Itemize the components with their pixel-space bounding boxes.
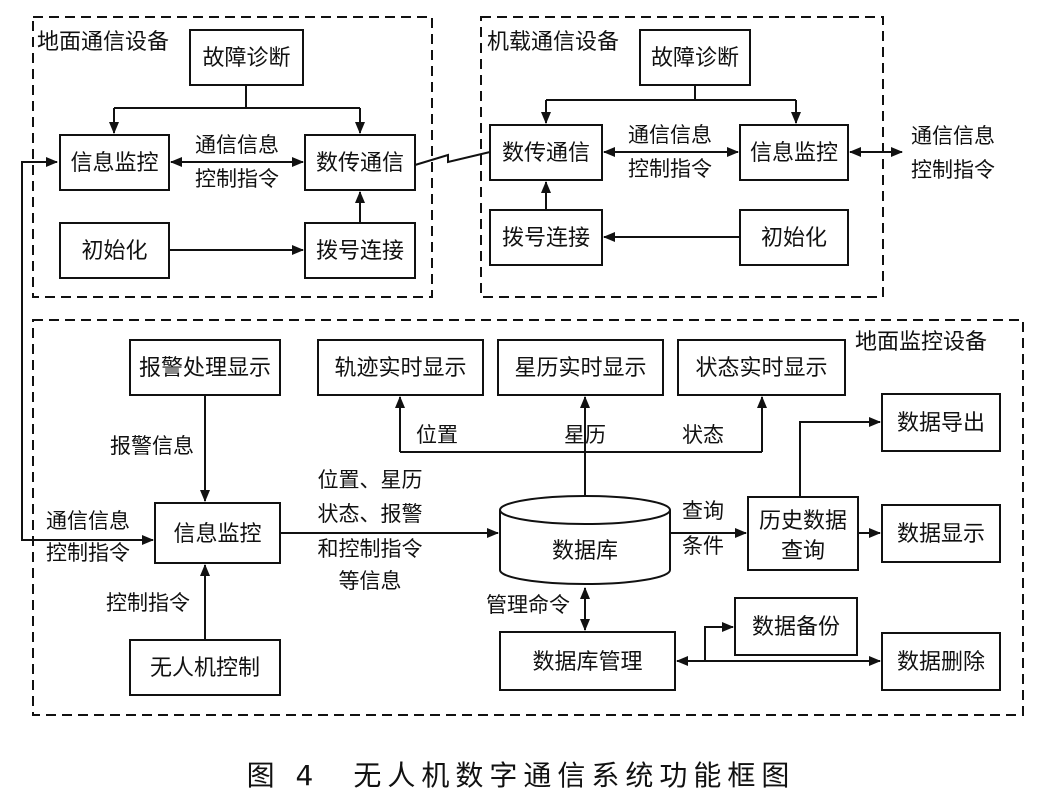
- db-management-label: 数据库管理: [532, 650, 642, 675]
- history-query-box: [747, 496, 859, 571]
- airborne-fault-diagnosis-label: 故障诊断: [651, 46, 739, 71]
- data-backup-box: [734, 597, 858, 656]
- label-query-1: 查询: [682, 499, 724, 523]
- ground-fault-diagnosis-box: [189, 29, 304, 86]
- data-delete-label: 数据删除: [897, 650, 985, 675]
- history-query-label-2: 查询: [781, 539, 825, 564]
- label-alarm-info: 报警信息: [110, 434, 194, 458]
- ground-link-label-1: 通信信息: [195, 133, 279, 157]
- ground-fault-diagnosis-label: 故障诊断: [202, 46, 290, 71]
- database-cylinder-top: [499, 495, 671, 525]
- data-delete-box: [881, 632, 1001, 691]
- airborne-comm-group: [480, 16, 884, 298]
- airborne-info-monitor-label: 信息监控: [750, 141, 838, 166]
- mgmt-to-backup-arrow: [704, 622, 734, 661]
- ground-monitor-group: [32, 319, 1024, 716]
- airborne-link-label-2: 控制指令: [628, 157, 712, 181]
- label-flow-2: 状态、报警: [318, 502, 423, 526]
- label-mgmt-cmd: 管理命令: [486, 593, 570, 617]
- uav-control-label: 无人机控制: [150, 656, 260, 681]
- db-management-box: [499, 631, 676, 691]
- ground-fault-lines: [114, 85, 360, 109]
- data-display-label: 数据显示: [897, 522, 985, 547]
- ephemeris-display-label: 星历实时显示: [514, 356, 646, 381]
- label-flow-4: 等信息: [339, 569, 402, 593]
- airborne-external-label-1: 通信信息: [911, 124, 995, 148]
- label-ephemeris: 星历: [564, 423, 606, 447]
- data-export-box: [881, 393, 1001, 452]
- ground-comm-group: [32, 16, 433, 298]
- label-comm-2: 控制指令: [46, 541, 130, 565]
- database-display-bus: [400, 451, 762, 496]
- airborne-fault-diagnosis-box: [639, 29, 751, 86]
- wireless-link-zigzag: [414, 151, 491, 166]
- ground-link-label-2: 控制指令: [195, 167, 279, 191]
- database-label: 数据库: [552, 539, 618, 564]
- uav-control-box: [129, 639, 281, 696]
- status-display-box: [677, 339, 846, 396]
- airborne-init-label: 初始化: [761, 226, 827, 251]
- airborne-link-label-1: 通信信息: [628, 123, 712, 147]
- ephemeris-display-box: [497, 339, 664, 396]
- label-position: 位置: [416, 423, 458, 447]
- data-backup-label: 数据备份: [752, 615, 840, 640]
- status-display-label: 状态实时显示: [695, 356, 827, 381]
- database-cylinder-body: [499, 510, 671, 585]
- gm-info-monitor-label: 信息监控: [173, 522, 261, 547]
- airborne-dial-connect-label: 拨号连接: [502, 226, 590, 251]
- airborne-data-transmission-label: 数传通信: [502, 141, 590, 166]
- data-export-label: 数据导出: [897, 411, 985, 436]
- airborne-data-transmission-box: [489, 124, 603, 181]
- query-to-export-arrow: [799, 417, 881, 497]
- ground-dial-connect-label: 拨号连接: [316, 239, 404, 264]
- label-flow-3: 和控制指令: [318, 537, 423, 561]
- alarm-display-box: [129, 339, 281, 396]
- history-query-label-1: 历史数据: [759, 509, 847, 534]
- airborne-external-label-2: 控制指令: [911, 158, 995, 182]
- label-control-cmd: 控制指令: [106, 591, 190, 615]
- track-display-box: [317, 339, 484, 396]
- label-query-2: 条件: [682, 534, 724, 558]
- airborne-fault-lines: [546, 85, 796, 101]
- ground-monitor-title: 地面监控设备: [855, 330, 987, 355]
- ground-comm-to-monitor-link: [21, 157, 154, 545]
- label-comm-1: 通信信息: [46, 509, 130, 533]
- ground-dial-connect-box: [304, 222, 416, 279]
- figure-caption: 图 4 无人机数字通信系统功能框图: [247, 759, 796, 792]
- ground-comm-title: 地面通信设备: [37, 30, 169, 55]
- track-display-label: 轨迹实时显示: [334, 356, 466, 381]
- data-display-box: [881, 504, 1001, 563]
- ground-info-monitor-label: 信息监控: [70, 151, 158, 176]
- label-status: 状态: [682, 423, 724, 447]
- ground-init-label: 初始化: [81, 239, 147, 264]
- alarm-display-label: 报警处理显示: [139, 356, 271, 381]
- airborne-info-monitor-box: [739, 124, 849, 181]
- airborne-comm-title: 机载通信设备: [487, 30, 619, 55]
- ground-data-transmission-label: 数传通信: [316, 151, 404, 176]
- gm-info-monitor-box: [154, 502, 281, 564]
- ground-data-transmission-box: [304, 134, 416, 191]
- label-flow-1: 位置、星历: [318, 468, 423, 492]
